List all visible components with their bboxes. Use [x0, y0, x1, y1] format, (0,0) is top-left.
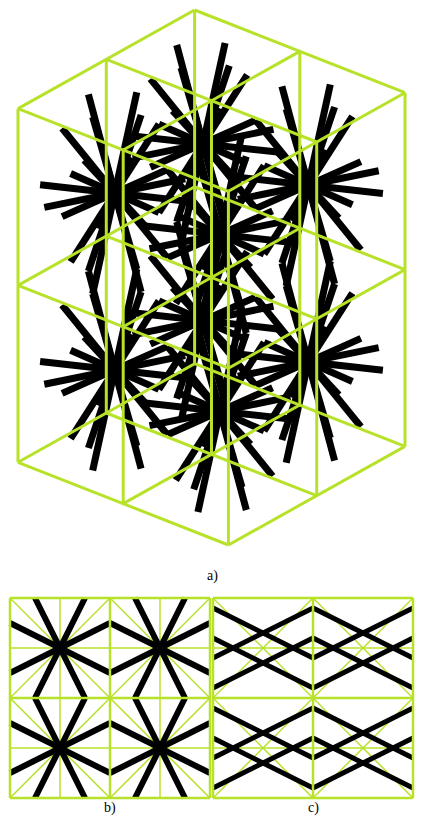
strut: [313, 708, 413, 758]
strut: [213, 608, 313, 658]
cell-edge: [213, 697, 413, 700]
strut: [40, 362, 189, 379]
strut: [313, 608, 413, 658]
strut: [110, 623, 210, 673]
cell-edge: [122, 150, 125, 504]
strut: [145, 226, 294, 243]
strut: [10, 623, 110, 673]
strut: [213, 638, 313, 688]
cell-edge: [106, 59, 316, 142]
strut: [213, 708, 313, 758]
strut: [10, 623, 110, 673]
strut: [145, 403, 294, 420]
strut: [313, 638, 413, 688]
b-view-struts: [10, 598, 210, 798]
cell-diagonal: [10, 698, 110, 798]
cell-edge: [195, 10, 405, 93]
strut: [40, 185, 189, 202]
cell-diagonal: [10, 598, 110, 698]
strut: [10, 723, 110, 773]
strut: [110, 623, 210, 673]
strut: [313, 738, 413, 788]
cell-edge: [228, 270, 405, 369]
cell-edge: [227, 191, 230, 545]
cell-diagonal: [110, 598, 210, 698]
b-view-grid: [10, 598, 210, 798]
cell-diagonal: [10, 698, 110, 798]
strut-network-3d: [40, 43, 383, 512]
c-view-grid: [213, 598, 413, 798]
strut: [313, 708, 413, 758]
panel-label: b): [104, 800, 116, 815]
cell-edge: [18, 109, 228, 192]
strut: [213, 738, 313, 788]
cell-diagonal: [110, 698, 210, 798]
cell-edge: [123, 228, 300, 327]
strut: [313, 738, 413, 788]
panel-label: a): [207, 568, 218, 583]
strut: [10, 723, 110, 773]
panel-label: c): [308, 800, 319, 815]
cell-edges-3d: [18, 10, 405, 545]
strut: [110, 723, 210, 773]
cell-diagonal: [10, 598, 110, 698]
b-view-frame: [10, 598, 210, 798]
cell-diagonal: [110, 698, 210, 798]
c-view-frame: [213, 598, 413, 798]
strut: [213, 608, 313, 658]
strut: [313, 608, 413, 658]
cell-diagonal: [110, 598, 210, 698]
strut: [110, 723, 210, 773]
cell-edge: [10, 697, 210, 700]
strut: [213, 708, 313, 758]
strut: [213, 738, 313, 788]
strut: [213, 638, 313, 688]
strut: [313, 638, 413, 688]
cell-edge: [228, 93, 405, 192]
